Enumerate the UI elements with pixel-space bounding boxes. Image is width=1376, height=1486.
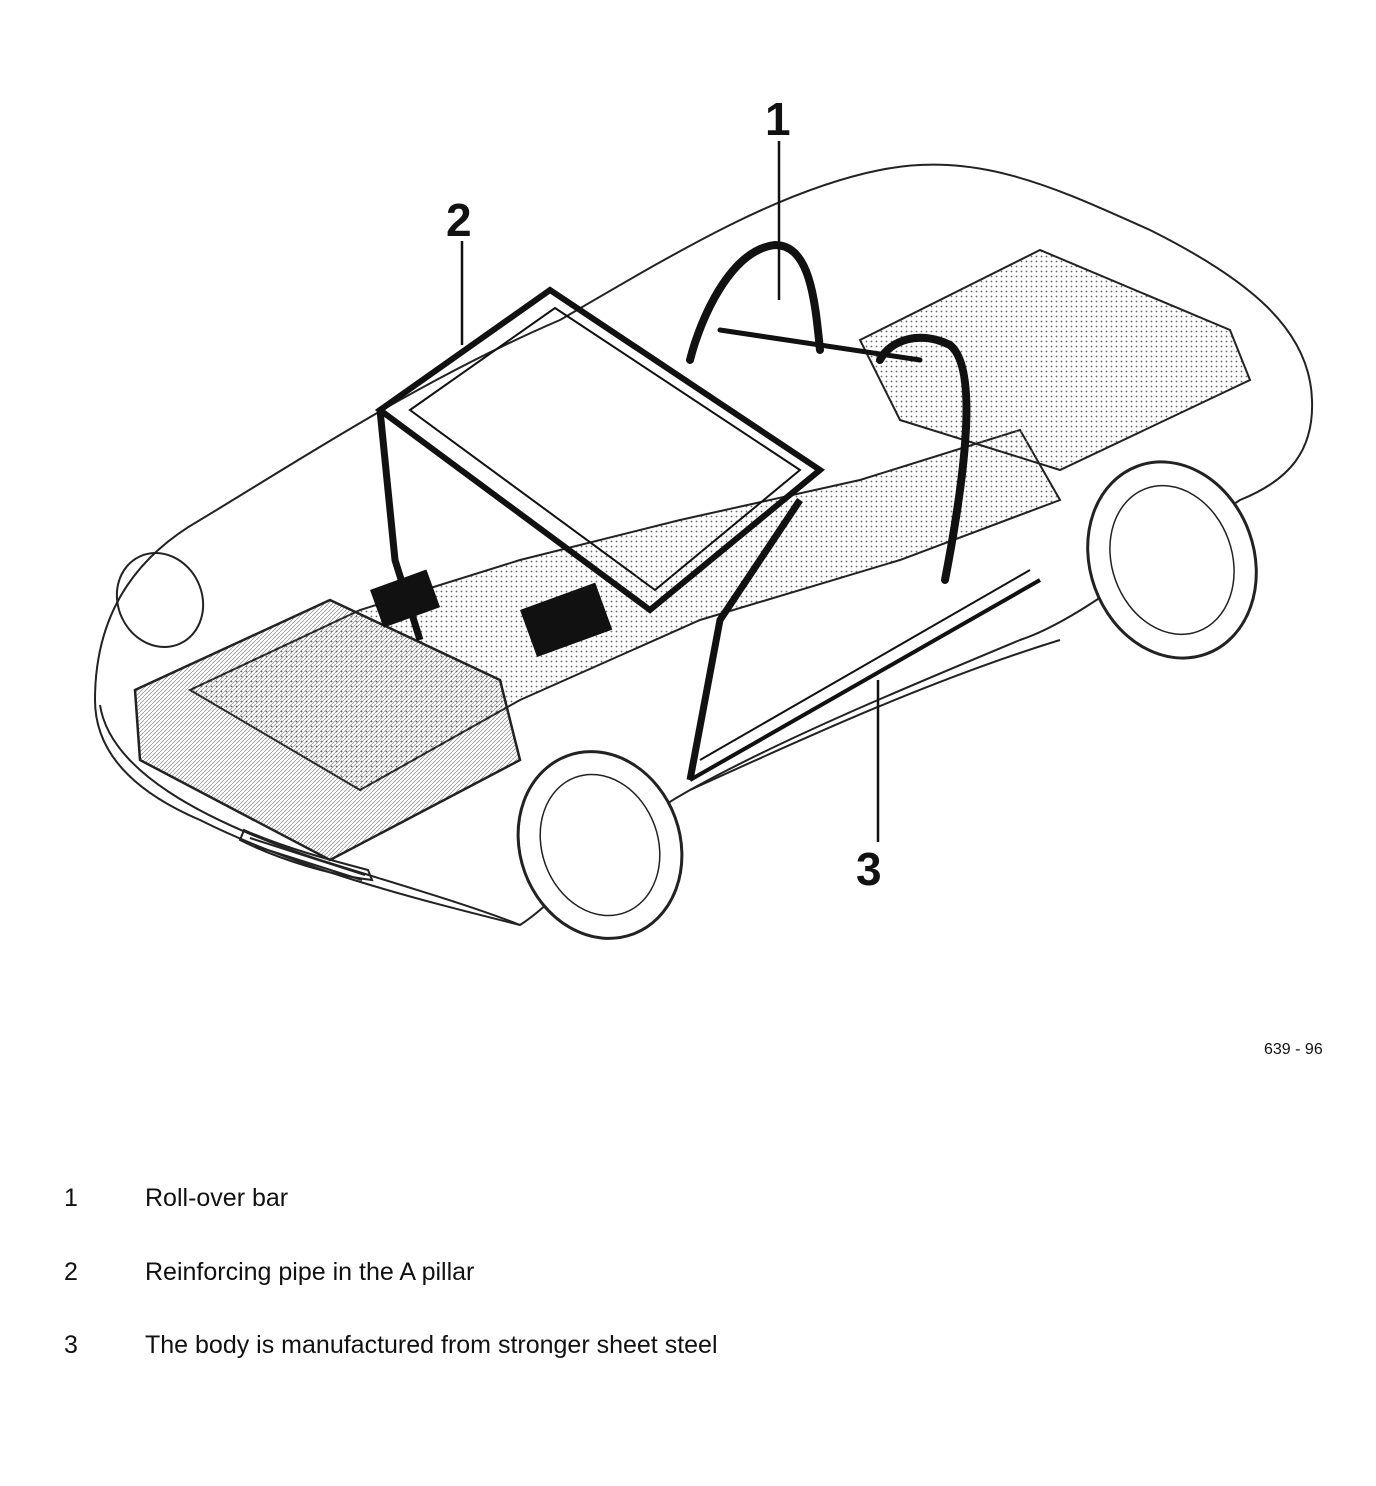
car-body-structure-illustration <box>93 141 1314 940</box>
legend-item-text: The body is manufactured from stronger s… <box>145 1331 718 1359</box>
legend-item-number: 2 <box>64 1258 78 1286</box>
rear-wheel <box>1086 460 1258 660</box>
legend-item-text: Roll-over bar <box>145 1184 289 1212</box>
callout-number-2: 2 <box>446 194 472 246</box>
front-wheel <box>516 750 684 940</box>
a-pillar-reinforcing-pipe <box>376 409 803 781</box>
side-sill <box>689 569 1041 782</box>
headlight <box>115 552 205 648</box>
legend-item: 1 Roll-over bar <box>0 1184 1376 1224</box>
figure-reference-number: 639 - 96 <box>1264 1041 1323 1058</box>
callout-leader-lines <box>460 141 880 842</box>
rear-deck <box>858 248 1252 472</box>
roll-over-bars <box>686 240 971 584</box>
legend-item: 3 The body is manufactured from stronger… <box>0 1331 1376 1371</box>
callout-number-1: 1 <box>765 93 791 145</box>
front-grille <box>238 828 374 882</box>
callout-number-3: 3 <box>856 843 882 895</box>
windshield-frame <box>374 286 826 614</box>
legend-item: 2 Reinforcing pipe in the A pillar <box>0 1258 1376 1298</box>
legend-item-text: Reinforcing pipe in the A pillar <box>145 1258 475 1286</box>
legend-item-number: 1 <box>64 1184 78 1212</box>
legend-item-number: 3 <box>64 1331 78 1359</box>
